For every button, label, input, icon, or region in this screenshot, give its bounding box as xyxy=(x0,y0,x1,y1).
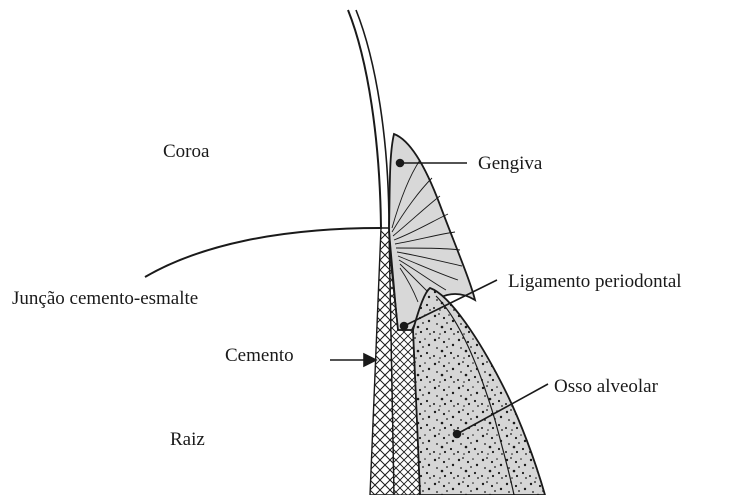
label-gengiva: Gengiva xyxy=(478,153,543,174)
label-raiz: Raiz xyxy=(170,429,205,450)
label-cemento: Cemento xyxy=(225,345,294,366)
label-juncao-cemento-esmalte: Junção cemento-esmalte xyxy=(12,288,198,309)
label-ligamento-periodontal: Ligamento periodontal xyxy=(508,271,682,292)
alveolar-bone-shape xyxy=(413,288,545,495)
enamel-outer-line xyxy=(348,10,381,228)
label-coroa: Coroa xyxy=(163,141,210,162)
enamel-inner-line xyxy=(356,10,389,228)
enamel-boundary-curve xyxy=(145,228,381,277)
label-osso-alveolar: Osso alveolar xyxy=(554,376,659,397)
